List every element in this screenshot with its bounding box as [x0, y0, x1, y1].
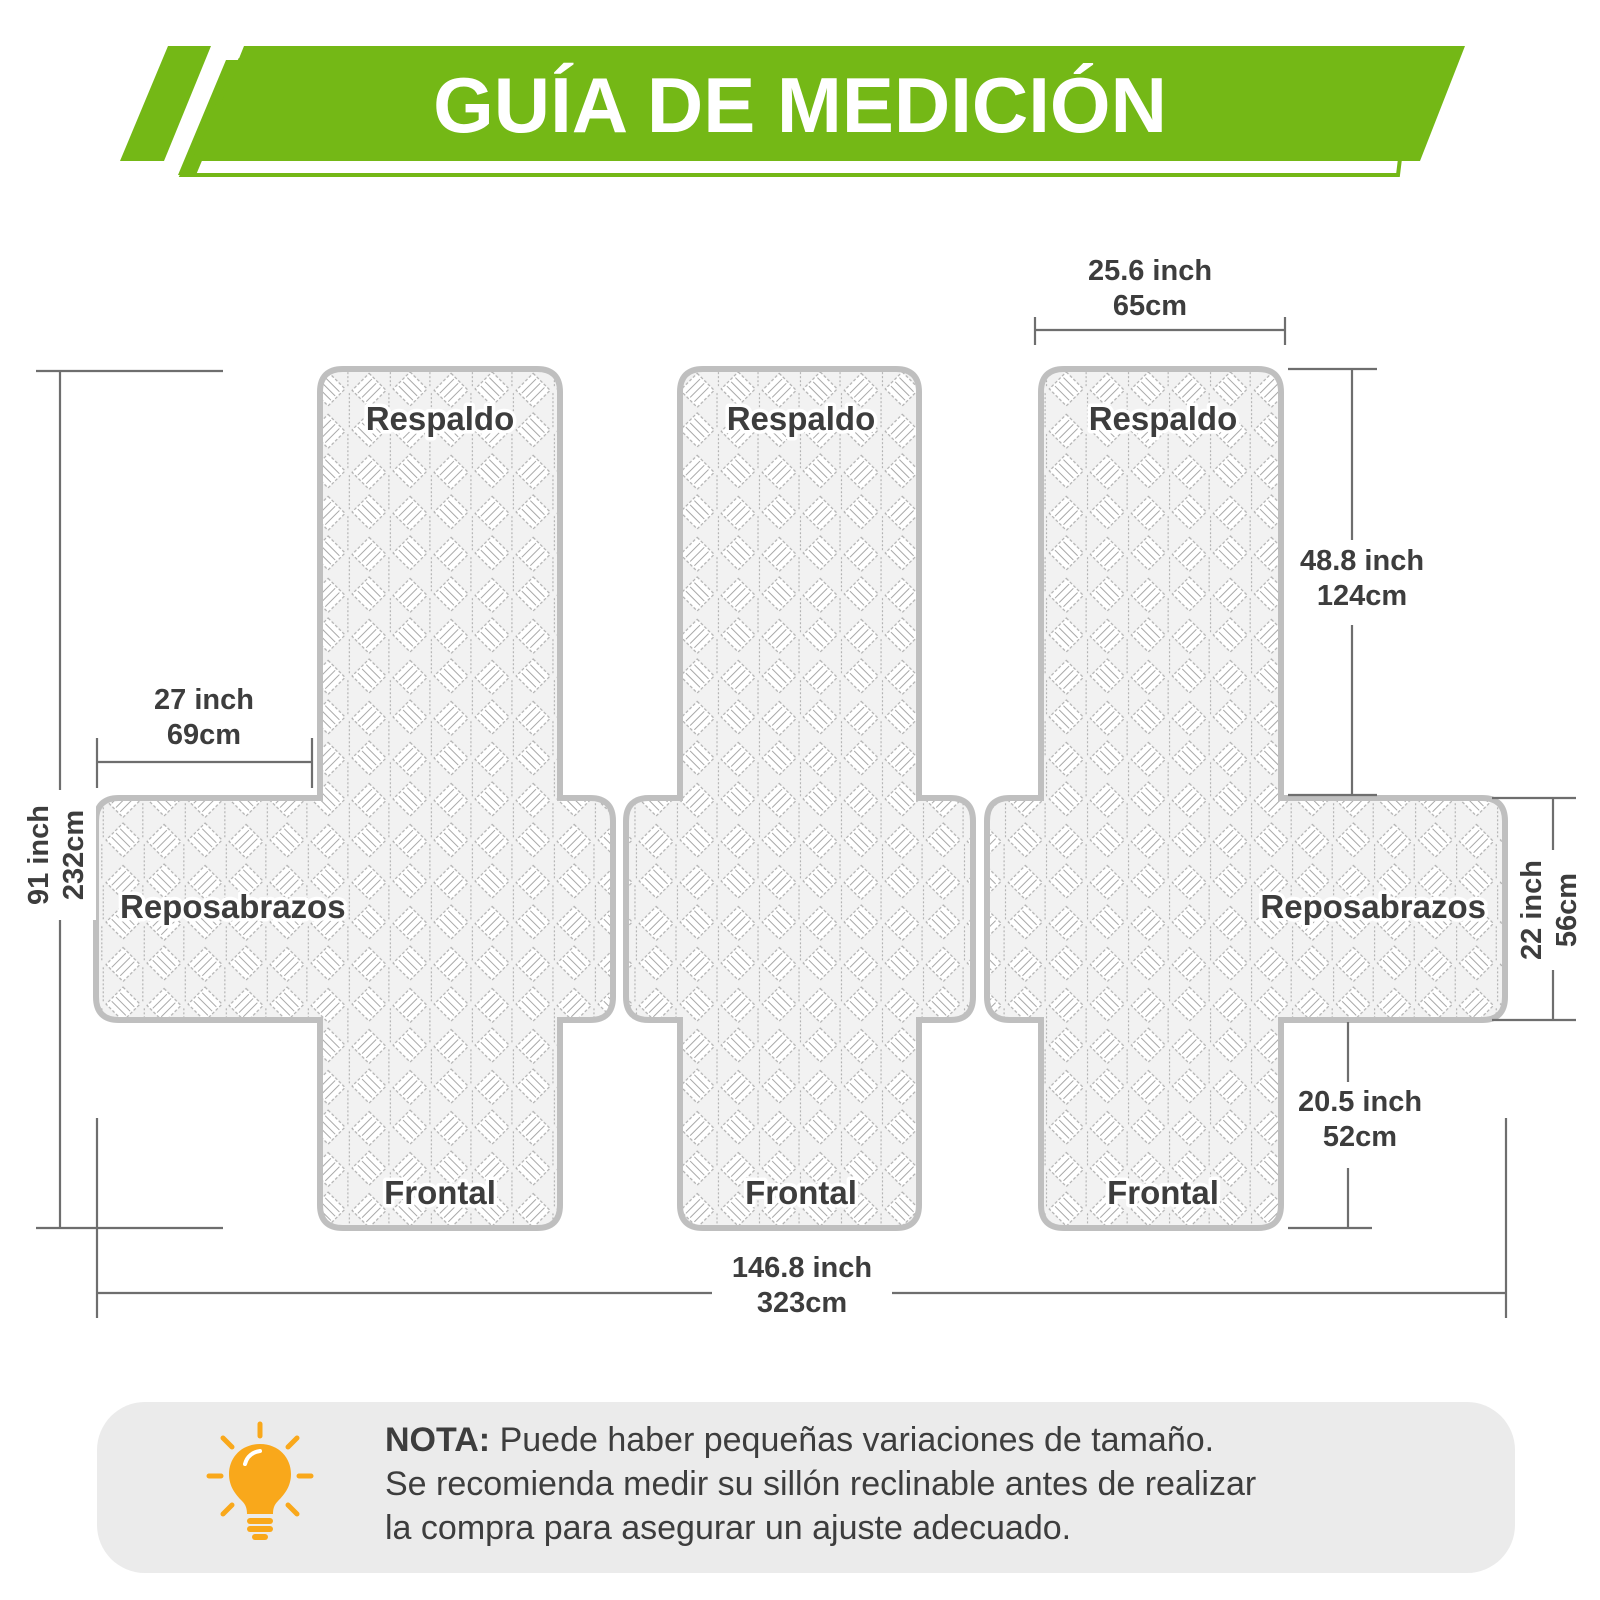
- piece-left: Respaldo Reposabrazos Frontal: [93, 366, 616, 1231]
- note-label: NOTA:: [385, 1421, 491, 1459]
- label-front-middle: Frontal: [745, 1174, 857, 1211]
- label-back-left: Respaldo: [366, 400, 515, 437]
- dim-front-length: 20.5 inch 52cm: [1288, 1022, 1422, 1230]
- header-banner: GUÍA DE MEDICIÓN: [120, 46, 1465, 177]
- note-line-1-text: Puede haber pequeñas variaciones de tama…: [490, 1421, 1215, 1459]
- dim-back-length-cm: 124cm: [1317, 580, 1407, 612]
- dim-total-width-cm: 323cm: [757, 1287, 847, 1319]
- dim-total-width: 146.8 inch 323cm: [95, 1118, 1508, 1319]
- dim-armrest-height-cm: 56cm: [1551, 873, 1583, 947]
- piece-middle: Respaldo Frontal: [623, 366, 976, 1231]
- note-line-3: la compra para asegurar un ajuste adecua…: [385, 1509, 1072, 1547]
- label-armrest-left: Reposabrazos: [120, 888, 346, 925]
- banner-body: [198, 46, 1465, 161]
- dim-top-width-inch: 25.6 inch: [1088, 255, 1212, 287]
- dim-armrest-height: 22 inch 56cm: [1492, 796, 1583, 1022]
- label-front-right: Frontal: [1107, 1174, 1219, 1211]
- note-line-1: NOTA: Puede haber pequeñas variaciones d…: [385, 1418, 1485, 1462]
- dim-armrest-height-inch: 22 inch: [1516, 860, 1548, 960]
- label-back-middle: Respaldo: [727, 400, 876, 437]
- dim-top-width-cm: 65cm: [1113, 290, 1187, 322]
- dim-back-length-inch: 48.8 inch: [1300, 545, 1424, 577]
- dim-top-width: 25.6 inch 65cm: [1033, 255, 1287, 345]
- dim-total-height-cm: 232cm: [58, 810, 90, 900]
- dim-total-height-inch: 91 inch: [23, 805, 55, 905]
- note-text: NOTA: Puede haber pequeñas variaciones d…: [385, 1418, 1485, 1550]
- lightbulb-icon: [206, 1421, 314, 1540]
- dim-front-length-cm: 52cm: [1323, 1121, 1397, 1153]
- dim-armrest-width: 27 inch 69cm: [95, 684, 314, 788]
- note-line-2: Se recomienda medir su sillón reclinable…: [385, 1465, 1257, 1503]
- dim-front-length-inch: 20.5 inch: [1298, 1086, 1422, 1118]
- banner-stripe: [120, 46, 211, 161]
- label-armrest-right: Reposabrazos: [1260, 888, 1486, 925]
- dim-total-height: 91 inch 232cm: [18, 369, 223, 1230]
- note-panel: [97, 1402, 1515, 1573]
- dim-armrest-width-cm: 69cm: [167, 719, 241, 751]
- page-title: GUÍA DE MEDICIÓN: [433, 61, 1167, 149]
- dim-armrest-width-inch: 27 inch: [154, 684, 254, 716]
- label-back-right: Respaldo: [1089, 400, 1238, 437]
- banner-outline: [178, 58, 1415, 177]
- dim-back-length: 48.8 inch 124cm: [1288, 367, 1424, 797]
- dim-total-width-inch: 146.8 inch: [732, 1252, 872, 1284]
- label-front-left: Frontal: [384, 1174, 496, 1211]
- piece-right: Respaldo Reposabrazos Frontal: [984, 366, 1508, 1231]
